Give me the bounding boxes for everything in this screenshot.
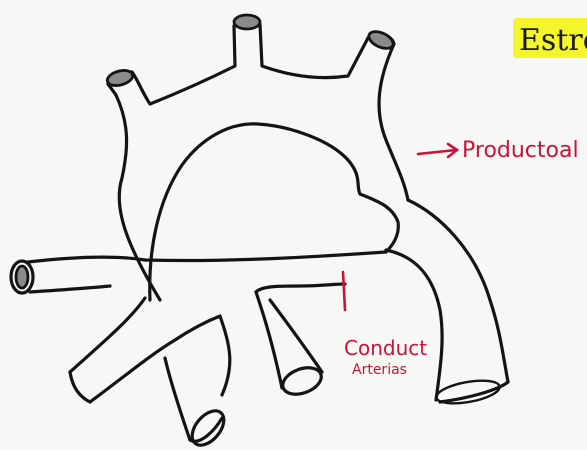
- middle-lower-branch: [256, 284, 345, 399]
- left-lower-branch: [70, 298, 230, 450]
- pointer-line: [343, 272, 345, 310]
- right-branch-opening: [366, 28, 395, 52]
- aortic-arch: [108, 19, 508, 407]
- productoal-annotation: Productoal: [418, 138, 579, 163]
- title-highlight: Estre: [513, 18, 587, 58]
- inner-arch: [11, 124, 398, 300]
- branch-openings: [106, 15, 396, 88]
- left-pipe-opening: [16, 266, 28, 288]
- conduct-label-line1: Conduct: [344, 336, 427, 360]
- title-text: Estre: [519, 23, 587, 58]
- conduct-label-line2: Arterias: [352, 362, 407, 378]
- middle-branch-opening: [234, 15, 260, 29]
- arrow-icon: [418, 144, 457, 157]
- conduct-annotation: Conduct Arterias: [343, 272, 427, 378]
- productoal-label: Productoal: [462, 138, 579, 163]
- left-branch-opening: [106, 68, 135, 88]
